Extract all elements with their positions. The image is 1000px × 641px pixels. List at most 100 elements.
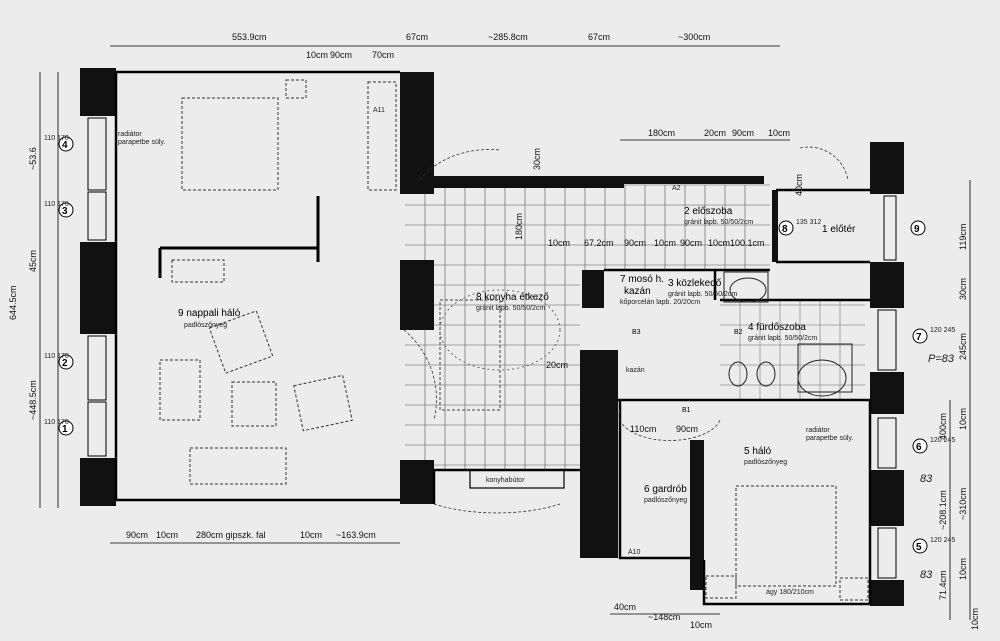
dim-left-4: 644.5cm: [8, 285, 18, 320]
dim-bot-1: 90cm: [126, 530, 148, 540]
dim-right-4: 400cm: [938, 413, 948, 440]
dim-top2-4: 10cm: [768, 128, 790, 138]
dim-top-5: 67cm: [406, 32, 428, 42]
window-1: 1: [62, 424, 68, 435]
label-radiator-2: radiátor: [806, 427, 830, 434]
dim-bot2-2: ~148cm: [648, 612, 680, 622]
window-frames: [87, 117, 897, 579]
dim-top-8: ~300cm: [678, 32, 710, 42]
room-halo-floor: padlószőnyeg: [744, 459, 787, 466]
dim-lines: [39, 45, 971, 620]
kitchen-counter: [439, 289, 565, 489]
door-swings: [403, 146, 849, 514]
label-a2: A2: [672, 185, 681, 192]
label-bed: ágy 180/210cm: [766, 589, 814, 596]
dim-inner-1: 10cm: [548, 238, 570, 248]
dim-inner-3: 90cm: [624, 238, 646, 248]
dim-inner-12: 20cm: [546, 360, 568, 370]
window-5-size: 120 245: [930, 537, 955, 544]
window-3-size: 110 170: [44, 201, 69, 208]
room-gardrob-floor: padlószőnyeg: [644, 497, 687, 504]
dim-inner-6: 10cm: [708, 238, 730, 248]
dim-left-3: ~448.5cm: [28, 380, 38, 420]
window-8: 8: [782, 224, 788, 235]
partition-wall: [158, 196, 320, 278]
handwritten-1: P=83: [928, 353, 955, 365]
furniture-living: [159, 79, 397, 485]
label-parapet-1: parapetbe süly.: [118, 139, 165, 146]
dim-bot-2: 10cm: [156, 530, 178, 540]
window-3: 3: [62, 206, 68, 217]
window-8-size: 135 312: [796, 219, 821, 226]
dim-right-2: 30cm: [958, 278, 968, 300]
dim-inner-11: 90cm: [676, 424, 698, 434]
dim-top2-1: 180cm: [648, 128, 675, 138]
room-konyha: 8 konyha étkező: [476, 292, 549, 303]
walls: [80, 68, 904, 606]
window-6-size: 120 245: [930, 437, 955, 444]
dim-inner-5: 90cm: [680, 238, 702, 248]
room-nappali: 9 nappali háló: [178, 308, 241, 319]
room-kozlekedo-floor: gránit lapb. 50/50/2cm: [668, 291, 737, 298]
window-1-size: 110 170: [44, 419, 69, 426]
room-furdo-floor: gránit lapb. 50/50/2cm: [748, 335, 817, 342]
dim-left-2: 45cm: [28, 250, 38, 272]
dim-top-3: 90cm: [330, 50, 352, 60]
dim-top-7: 67cm: [588, 32, 610, 42]
handwritten-2: 83: [920, 473, 933, 485]
dim-right-9: 10cm: [958, 558, 968, 580]
dim-top-4: 70cm: [372, 50, 394, 60]
dim-top2-3: 90cm: [732, 128, 754, 138]
furniture-bedroom: [705, 485, 869, 601]
label-konyhabutor: konyhabútor: [486, 477, 525, 484]
dim-right-8: 71.4cm: [938, 570, 948, 600]
room-outlines: [114, 70, 872, 606]
handwritten-3: 83: [920, 569, 933, 581]
room-eloter: 1 előtér: [822, 224, 856, 235]
room-eloszoba: 2 előszoba: [684, 206, 733, 217]
room-moso-floor: kőporcelán lapb. 20/20cm: [620, 299, 700, 306]
dim-bot-5: ~163.9cm: [336, 530, 376, 540]
dim-bot2-1: 40cm: [614, 602, 636, 612]
room-moso-kazan: kazán: [624, 286, 651, 297]
label-parapet-2: parapetbe süly.: [806, 435, 853, 442]
dim-bot-4: 10cm: [300, 530, 322, 540]
dim-left-1: ~53.6: [28, 147, 38, 170]
label-a10: A10: [628, 549, 641, 556]
dim-right-7: ~310cm: [958, 488, 968, 520]
dim-bot2-3: 10cm: [690, 620, 712, 630]
dim-right-1: 119cm: [958, 224, 968, 250]
label-b3: B3: [632, 329, 641, 336]
dim-inner-2: 67.2cm: [584, 238, 614, 248]
dim-right-10: 10cm: [970, 608, 980, 630]
label-a11: A11: [373, 107, 385, 114]
label-radiator-1: radiátor: [118, 131, 142, 138]
window-4: 4: [62, 140, 68, 151]
dim-top-1: 553.9cm: [232, 32, 267, 42]
room-furdo: 4 fürdőszoba: [748, 322, 806, 333]
dim-inner-7: 100.1cm: [730, 238, 765, 248]
dim-right-5: 10cm: [958, 408, 968, 430]
window-7: 7: [916, 332, 922, 343]
dim-right-6: ~208.1cm: [938, 490, 948, 530]
bath-fixtures: [723, 271, 853, 397]
room-konyha-floor: gránit lapb. 50/50/2cm: [476, 305, 545, 312]
room-moso: 7 mosó h.: [620, 274, 664, 285]
window-2-size: 110 170: [44, 353, 69, 360]
room-kozlekedo: 3 közlekedő: [668, 278, 722, 289]
dim-inner-9: 180cm: [514, 213, 524, 240]
window-6: 6: [916, 442, 922, 453]
room-halo: 5 háló: [744, 446, 772, 457]
window-markers: 4 3 2 1 5 6 7 8 9: [58, 136, 928, 554]
dim-right-3: 245cm: [958, 333, 968, 360]
label-b2: B2: [734, 329, 743, 336]
room-gardrob: 6 gardrób: [644, 484, 687, 495]
window-7-size: 120 245: [930, 327, 955, 334]
room-nappali-floor: padlószőnyeg: [184, 322, 227, 329]
room-eloszoba-floor: gránit lapb. 50/50/2cm: [684, 219, 753, 226]
label-kazan: kazán: [626, 367, 645, 374]
bath-tiles: [720, 300, 865, 400]
window-4-size: 110 170: [44, 135, 69, 142]
